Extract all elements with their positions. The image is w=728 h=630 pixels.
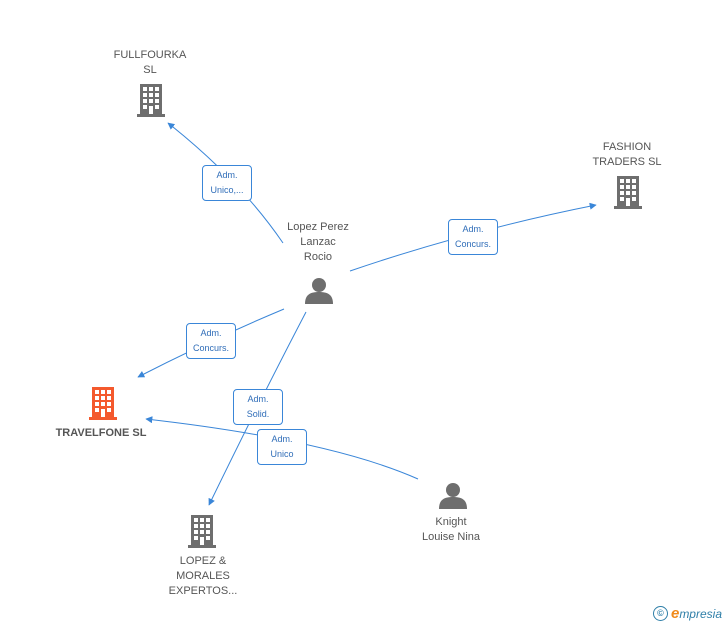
person-icon[interactable]: [439, 483, 467, 509]
node-label-travelfone[interactable]: TRAVELFONE SL: [55, 427, 147, 439]
edge-label-lopez-fashion: Adm. Concurs.: [448, 219, 498, 255]
building-icon[interactable]: [188, 515, 216, 548]
copyright-icon: ©: [652, 606, 668, 621]
edge-label-lopez-travelfone: Adm. Concurs.: [186, 323, 236, 359]
person-icon[interactable]: [305, 278, 333, 304]
node-label-lopez-morales[interactable]: LOPEZ & MORALES EXPERTOS...: [168, 555, 238, 597]
building-icon[interactable]: [614, 176, 642, 209]
node-label-lopez-perez[interactable]: Lopez Perez Lanzac Rocio: [287, 221, 349, 263]
copyright-footer: © empresia: [652, 605, 722, 622]
edge-label-lopez-fullfourka: Adm. Unico,...: [202, 165, 252, 201]
building-icon[interactable]: [137, 84, 165, 117]
node-label-fashion-traders[interactable]: FASHION TRADERS SL: [592, 141, 662, 168]
edge-label-lopez-lopezmorales: Adm. Solid.: [233, 389, 283, 425]
node-label-fullfourka[interactable]: FULLFOURKA SL: [113, 49, 187, 76]
empresia-logo[interactable]: empresia: [670, 605, 722, 622]
building-icon[interactable]: [89, 387, 117, 420]
edge-label-knight-travelfone: Adm. Unico: [257, 429, 307, 465]
node-label-knight[interactable]: Knight Louise Nina: [421, 516, 481, 543]
